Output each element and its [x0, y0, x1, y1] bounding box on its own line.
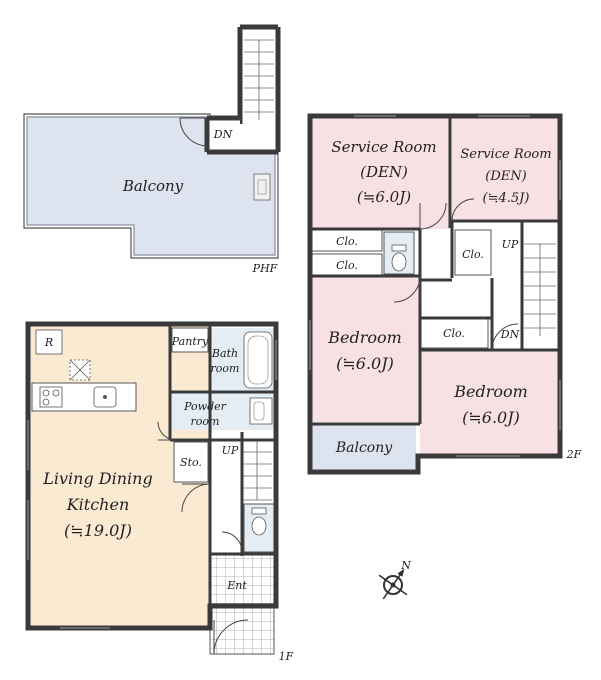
bedroom-2-size: (≒6.0J): [462, 408, 520, 427]
stove-icon: [39, 386, 63, 408]
phf-stair-dn-label: DN: [213, 128, 233, 141]
ldk-size: (≒19.0J): [64, 521, 132, 540]
first-floor-label: 1F: [279, 650, 294, 663]
bath-label-2: room: [211, 362, 240, 375]
second-floor-balcony-label: Balcony: [335, 440, 393, 456]
sink-icon: [93, 386, 117, 408]
ldk-label-1: Living Dining: [42, 469, 152, 488]
fridge-space: [35, 329, 63, 355]
second-floor-label: 2F: [566, 448, 582, 461]
service-room-2-sub: (DEN): [485, 169, 526, 184]
service-room-1: [312, 118, 450, 229]
closet-3: [454, 229, 492, 276]
stair-dn-label-2f: DN: [500, 328, 520, 341]
phf-floor-label: PHF: [252, 262, 278, 275]
phf-stair-treads: [244, 39, 274, 120]
fridge-label: R: [44, 336, 53, 349]
compass-north-label: N: [400, 559, 411, 572]
second-floor-windows: [309, 115, 561, 457]
service-room-1-name: Service Room: [331, 138, 436, 156]
closet-1-label: Clo.: [336, 235, 358, 248]
first-floor-windows: [27, 340, 277, 629]
ldk-label-2: Kitchen: [66, 495, 130, 514]
stair-up-label-2f: UP: [502, 238, 519, 251]
first-floor: R Pantry Bath room Powder room Sto.: [25, 321, 294, 663]
entrance: [210, 556, 274, 604]
closet-4: [419, 318, 489, 349]
bedroom-2: [420, 350, 558, 454]
second-floor: Service Room (DEN) (≒6.0J) Service Room …: [307, 113, 582, 475]
vent-icon: [69, 359, 91, 381]
toilet-1f-icon: [251, 507, 267, 536]
phf-floor: DN Balcony PHF: [23, 24, 281, 275]
second-floor-balcony: [312, 424, 416, 470]
closet-2-label: Clo.: [336, 259, 358, 272]
service-room-1-size: (≒6.0J): [357, 188, 411, 206]
service-room-2: [452, 118, 558, 221]
bath-label-1: Bath: [211, 347, 238, 360]
outdoor-unit-icon: [253, 173, 271, 201]
phf-balcony-label: Balcony: [122, 177, 184, 195]
compass: N: [378, 559, 411, 600]
pantry-label: Pantry: [171, 335, 209, 348]
pantry: [171, 327, 209, 353]
powder-label-2: room: [191, 415, 220, 428]
service-room-2-size: (≒4.5J): [483, 191, 530, 206]
closet-3-label: Clo.: [462, 248, 484, 261]
bedroom-1-size: (≒6.0J): [336, 354, 394, 373]
bedroom-2-name: Bedroom: [453, 382, 528, 401]
entrance-label: Ent: [226, 579, 247, 592]
entrance-porch: [209, 607, 275, 655]
service-room-1-sub: (DEN): [360, 163, 408, 181]
washbasin-icon: [249, 397, 273, 425]
compass-ring: [383, 575, 403, 595]
toilet-2f-icon: [391, 244, 407, 272]
storage-label: Sto.: [180, 456, 202, 469]
bedroom-1: [312, 276, 420, 422]
closet-4-label: Clo.: [443, 327, 465, 340]
bedroom-1-name: Bedroom: [327, 328, 402, 347]
powder-label-1: Powder: [183, 400, 227, 413]
storage: [173, 441, 209, 483]
stair-up-label-1f: UP: [222, 444, 239, 457]
service-room-2-name: Service Room: [460, 147, 551, 162]
bathtub-icon: [243, 331, 273, 389]
